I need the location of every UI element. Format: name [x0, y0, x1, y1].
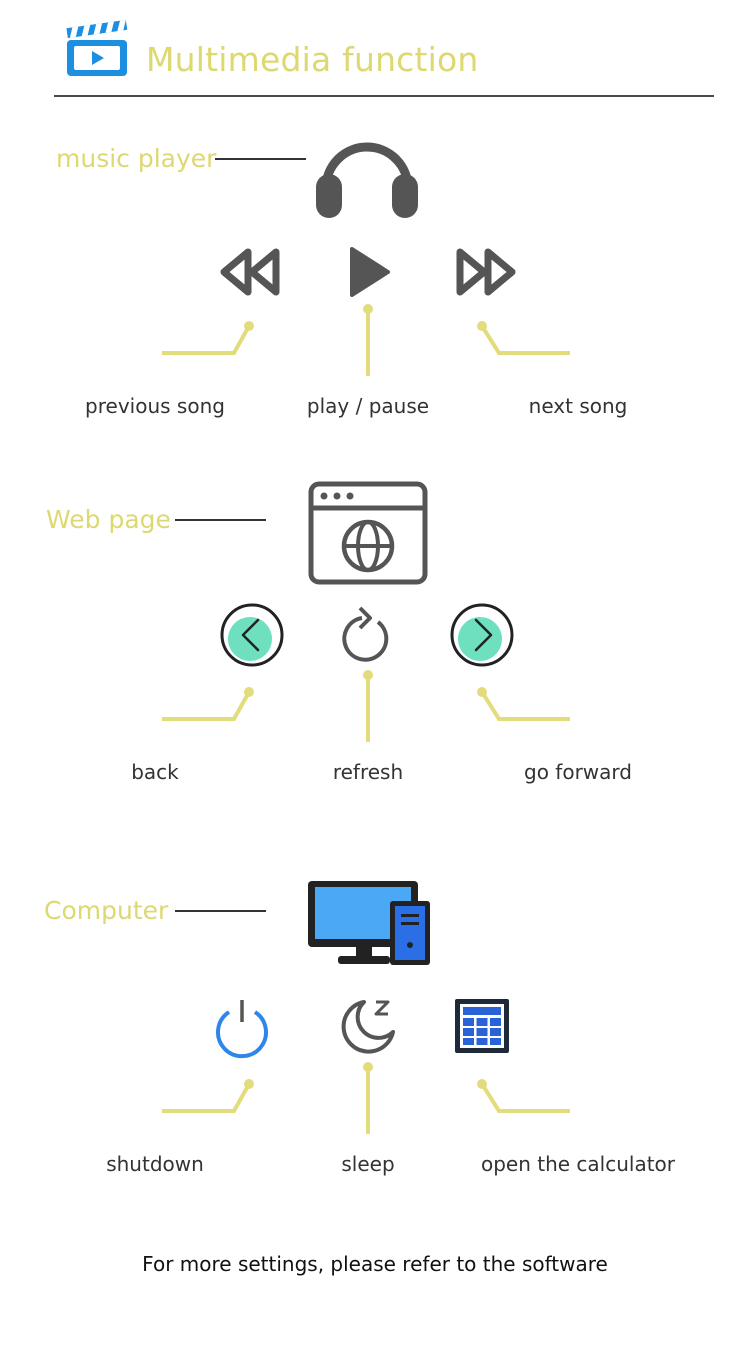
browser-globe-icon	[308, 481, 428, 585]
clapperboard-video-icon	[66, 19, 128, 76]
music-player-label: music player	[56, 144, 217, 173]
connector-sleep	[363, 1062, 373, 1134]
headphones-icon	[316, 142, 418, 218]
caption-open-calculator: open the calculator	[480, 1152, 676, 1176]
caption-back: back	[131, 760, 179, 784]
connector-back	[162, 687, 254, 721]
play-icon[interactable]	[348, 245, 392, 299]
power-icon[interactable]	[210, 996, 274, 1060]
rewind-icon[interactable]	[218, 246, 284, 298]
connector-calculator	[477, 1079, 570, 1113]
connector-next	[477, 321, 570, 355]
back-arrow-icon[interactable]	[220, 603, 284, 667]
caption-previous-song: previous song	[85, 394, 225, 418]
connector-play	[363, 304, 373, 376]
computer-label: Computer	[44, 896, 169, 925]
desktop-computer-icon	[308, 881, 430, 965]
caption-next-song: next song	[528, 394, 628, 418]
caption-play-pause: play / pause	[306, 394, 430, 418]
connector-refresh	[363, 670, 373, 742]
forward-arrow-icon[interactable]	[450, 603, 514, 667]
caption-refresh: refresh	[332, 760, 404, 784]
connector-forward	[477, 687, 570, 721]
moon-sleep-icon[interactable]	[336, 996, 400, 1060]
title-divider	[54, 95, 714, 97]
refresh-icon[interactable]	[338, 604, 394, 666]
web-page-leader	[175, 519, 266, 521]
fast-forward-icon[interactable]	[452, 246, 518, 298]
footer-note: For more settings, please refer to the s…	[142, 1252, 608, 1276]
calculator-icon[interactable]	[453, 997, 511, 1055]
music-player-leader	[215, 158, 306, 160]
caption-sleep: sleep	[341, 1152, 395, 1176]
computer-leader	[175, 910, 266, 912]
caption-go-forward: go forward	[524, 760, 632, 784]
web-page-label: Web page	[46, 505, 171, 534]
connector-previous	[162, 321, 254, 355]
connector-shutdown	[162, 1079, 254, 1113]
page-title: Multimedia function	[146, 40, 479, 79]
caption-shutdown: shutdown	[106, 1152, 204, 1176]
